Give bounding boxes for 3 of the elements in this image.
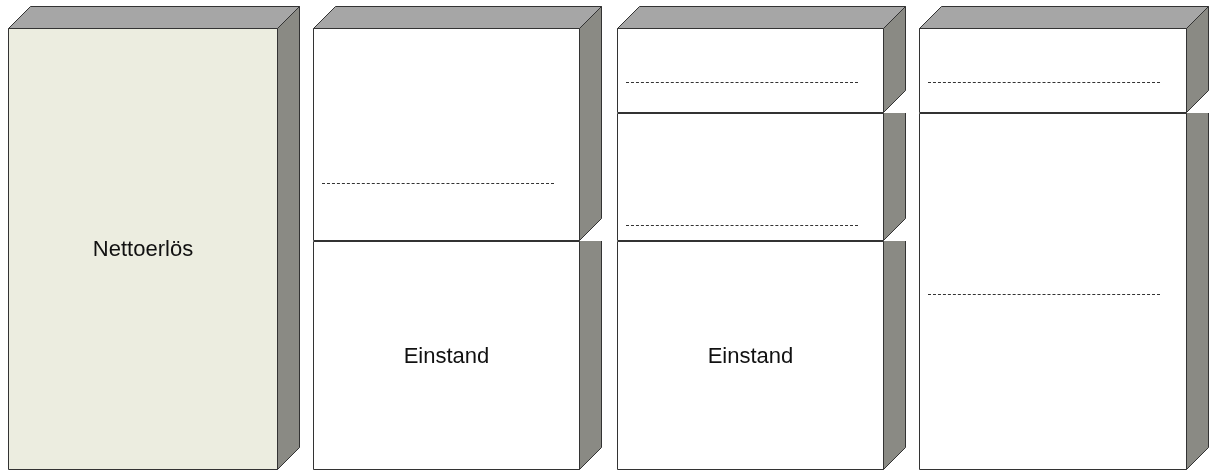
block-label: Einstand <box>707 342 794 369</box>
block-label: Einstand <box>403 342 490 369</box>
block-label: Nettoerlös <box>92 236 194 262</box>
